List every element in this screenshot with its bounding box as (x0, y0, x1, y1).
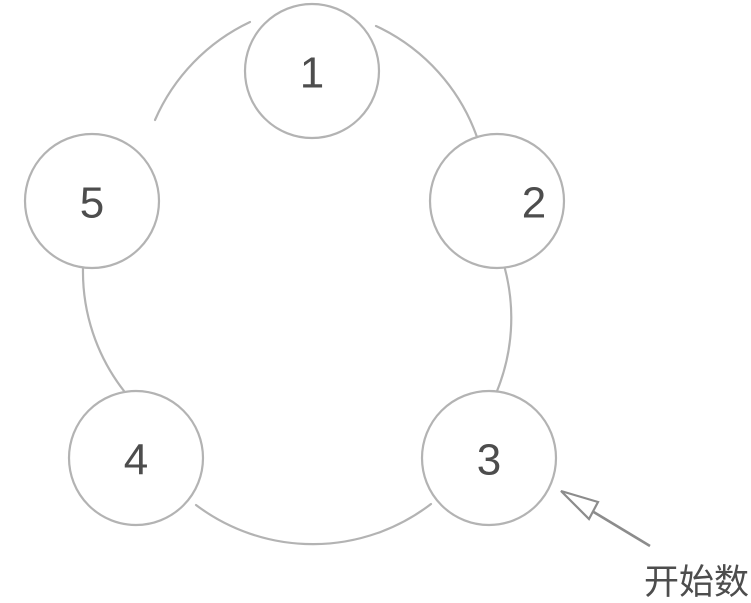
annotation-arrow-shaft (591, 509, 651, 548)
node-label-1: 1 (300, 49, 324, 98)
ring-arc-2-to-3 (495, 267, 513, 393)
node-circle-2[interactable] (428, 132, 566, 270)
node-label-4: 4 (124, 436, 148, 485)
node-circle-1[interactable] (243, 2, 381, 140)
ring-arc-group (81, 20, 513, 546)
node-circle-3[interactable] (420, 389, 558, 527)
node-circle-5[interactable] (23, 132, 161, 270)
node-label-group: 1 2 3 4 5 (80, 49, 546, 485)
node-circle-4[interactable] (67, 389, 205, 527)
node-label-5: 5 (80, 179, 104, 228)
node-group (23, 2, 566, 527)
ring-arc-4-to-5 (81, 266, 126, 393)
node-label-3: 3 (477, 436, 501, 485)
ring-arc-1-to-2 (374, 24, 480, 142)
annotation-arrow-head-icon (560, 489, 600, 521)
node-label-2: 2 (522, 179, 546, 228)
annotation-arrow (560, 489, 651, 548)
ring-arc-5-to-1 (153, 20, 252, 122)
ring-arc-3-to-4 (194, 502, 433, 546)
annotation-caption: 开始数 (644, 563, 749, 603)
